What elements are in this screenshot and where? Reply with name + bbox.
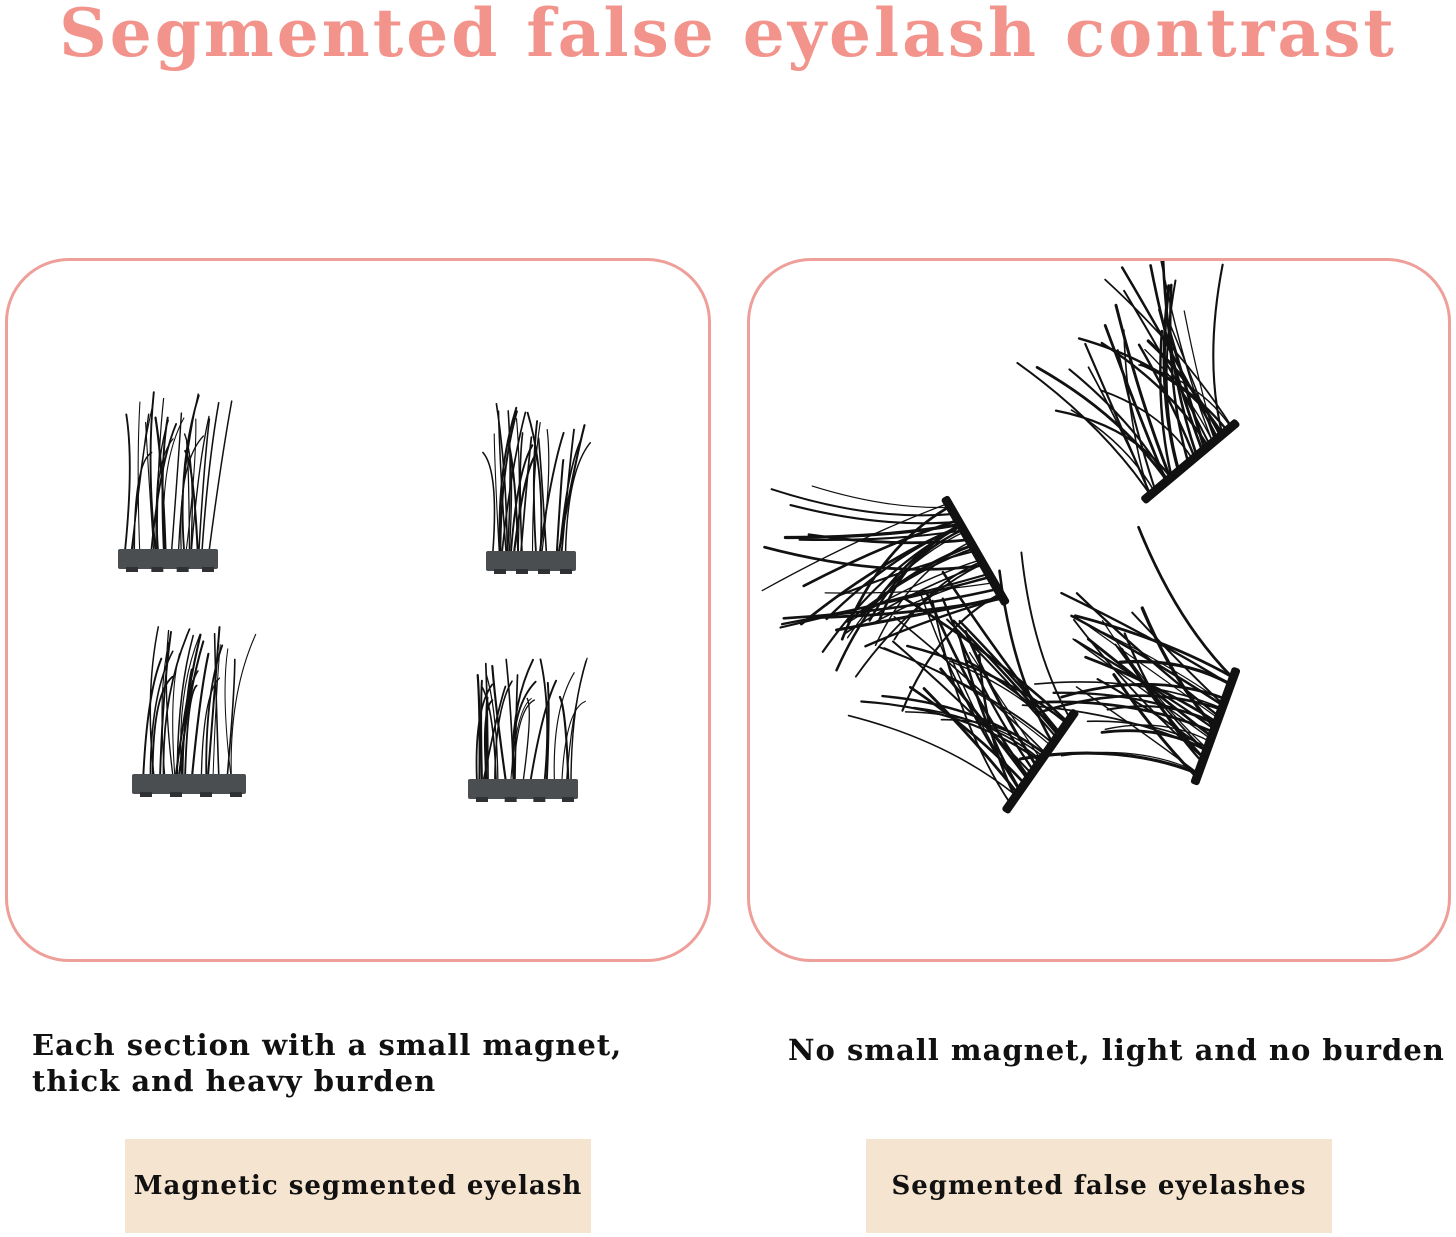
segmented-label-text: Segmented false eyelashes [891, 1171, 1307, 1201]
magnetic-lash-bottom-right [468, 657, 588, 802]
segmented-lash-bottom-right [1018, 525, 1241, 786]
segmented-lash-top-right [1016, 261, 1240, 504]
segmented-lash-bottom-left [847, 551, 1079, 814]
page-title: Segmented false eyelash contrast [59, 0, 1397, 72]
segmented-caption: No small magnet, light and no burden [788, 1033, 1445, 1067]
magnetic-caption: Each section with a small magnet, thick … [32, 1027, 622, 1099]
panel-magnetic [5, 258, 711, 962]
panel-segmented [747, 258, 1451, 962]
magnetic-lash-bottom-left [132, 626, 257, 797]
segmented-label-box: Segmented false eyelashes [866, 1139, 1332, 1233]
segmented-lash-top-left [761, 485, 1010, 712]
magnetic-lash-top-left [118, 391, 233, 572]
segmented-lash-clusters-image [761, 261, 1241, 814]
magnetic-label-text: Magnetic segmented eyelash [133, 1171, 583, 1201]
magnetic-lash-segments-image [118, 391, 592, 802]
magnetic-lash-top-right [482, 402, 592, 574]
magnetic-caption-line-2: thick and heavy burden [32, 1064, 437, 1098]
magnetic-label-box: Magnetic segmented eyelash [125, 1139, 591, 1233]
magnetic-caption-line-1: Each section with a small magnet, [32, 1028, 623, 1062]
